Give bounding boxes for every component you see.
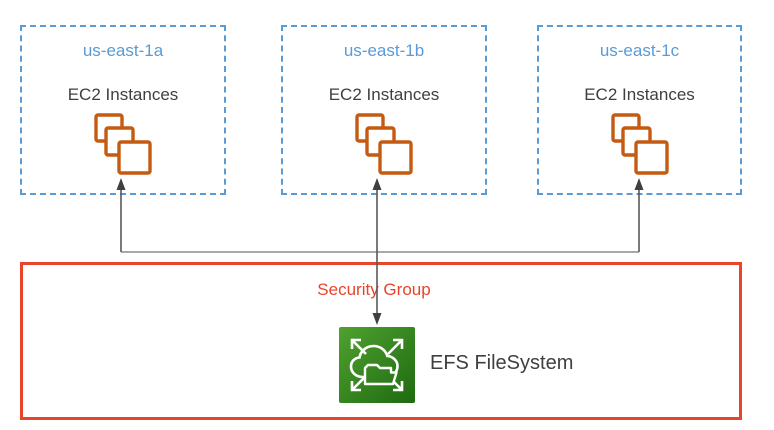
ec2-instances-icon	[355, 113, 413, 175]
efs-filesystem-label: EFS FileSystem	[430, 352, 574, 374]
availability-zone-box-us-east-1c: us-east-1c EC2 Instances	[537, 25, 742, 195]
ec2-instances-icon	[94, 113, 152, 175]
security-group-label: Security Group	[317, 280, 431, 299]
cloud-outline	[349, 344, 399, 379]
az-title: us-east-1c	[599, 41, 680, 60]
az-title: us-east-1b	[343, 41, 425, 60]
availability-zone-box-us-east-1b: us-east-1b EC2 Instances	[281, 25, 487, 195]
expand-arrows	[350, 338, 404, 392]
ec2-instances-icon	[610, 113, 669, 175]
availability-zone-box-us-east-1a: us-east-1a EC2 Instances	[20, 25, 226, 195]
efs-filesystem-icon	[339, 327, 415, 403]
ec2-instances-label: EC2 Instances	[328, 85, 440, 104]
az-title: us-east-1a	[82, 41, 164, 60]
ec2-instances-label: EC2 Instances	[67, 85, 179, 104]
ec2-instances-label: EC2 Instances	[584, 85, 695, 104]
folder-shape	[363, 363, 398, 386]
security-group-boundary	[20, 262, 742, 420]
